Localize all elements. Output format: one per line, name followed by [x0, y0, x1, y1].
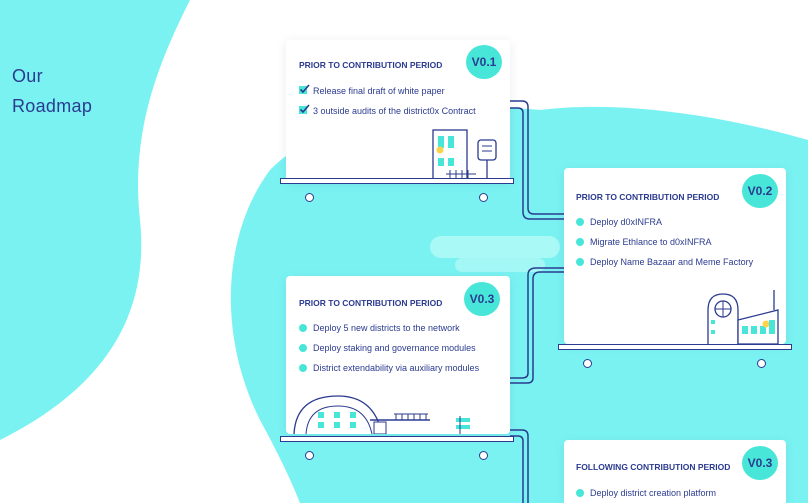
- version-badge: V0.2: [742, 174, 778, 208]
- decorative-cloud-2: [455, 258, 545, 272]
- list-item-text: District extendability via auxiliary mod…: [313, 363, 480, 373]
- list-item: Deploy 5 new districts to the network: [299, 318, 479, 338]
- checkmark-icon: [299, 84, 310, 95]
- heading-line-our: Our: [12, 66, 43, 86]
- card-title: PRIOR TO CONTRIBUTION PERIOD: [576, 192, 720, 202]
- milestone-list: Deploy district creation platform: [576, 483, 716, 503]
- checkmark-icon: [299, 104, 310, 115]
- list-item-text: Migrate Ethlance to d0xINFRA: [590, 237, 712, 247]
- list-item: Deploy Name Bazaar and Meme Factory: [576, 252, 753, 272]
- heading-line-roadmap: Roadmap: [12, 96, 93, 116]
- decorative-cloud: [430, 236, 560, 258]
- roadmap-card-v01: PRIOR TO CONTRIBUTION PERIOD V0.1 Releas…: [286, 40, 510, 182]
- list-item: 3 outside audits of the district0x Contr…: [299, 101, 476, 121]
- list-item-text: Deploy district creation platform: [590, 488, 717, 498]
- list-item: Deploy d0xINFRA: [576, 212, 753, 232]
- milestone-list: Release final draft of white paper 3 out…: [299, 81, 476, 121]
- connector-pipes: [510, 100, 564, 503]
- wheel-icon: [305, 451, 314, 460]
- list-item: Migrate Ethlance to d0xINFRA: [576, 232, 753, 252]
- wheel-icon: [479, 451, 488, 460]
- version-badge: V0.3: [742, 446, 778, 480]
- card-shelf: [280, 178, 514, 184]
- card-shelf: [558, 344, 792, 350]
- building-illustration-icon: [432, 129, 497, 180]
- roadmap-card-v03: PRIOR TO CONTRIBUTION PERIOD V0.3 Deploy…: [286, 276, 510, 434]
- card-title: PRIOR TO CONTRIBUTION PERIOD: [299, 60, 443, 70]
- list-item-text: Deploy 5 new districts to the network: [313, 323, 460, 333]
- left-teal-blob: [0, 0, 190, 440]
- bullet-dot-icon: [576, 238, 584, 246]
- roadmap-card-v03-following: FOLLOWING CONTRIBUTION PERIOD V0.3 Deplo…: [564, 440, 786, 503]
- wheel-icon: [583, 359, 592, 368]
- list-item: Deploy staking and governance modules: [299, 338, 479, 358]
- card-title: PRIOR TO CONTRIBUTION PERIOD: [299, 298, 443, 308]
- version-badge: V0.3: [464, 282, 500, 316]
- bullet-dot-icon: [299, 344, 307, 352]
- bullet-dot-icon: [299, 364, 307, 372]
- roadmap-card-v02: PRIOR TO CONTRIBUTION PERIOD V0.2 Deploy…: [564, 168, 786, 344]
- wheel-icon: [757, 359, 766, 368]
- wheel-icon: [479, 193, 488, 202]
- bullet-dot-icon: [576, 258, 584, 266]
- card-title: FOLLOWING CONTRIBUTION PERIOD: [576, 462, 731, 472]
- dome-illustration-icon: [293, 395, 470, 434]
- bullet-dot-icon: [576, 218, 584, 226]
- milestone-list: Deploy 5 new districts to the network De…: [299, 318, 479, 378]
- milestone-list: Deploy d0xINFRA Migrate Ethlance to d0xI…: [576, 212, 753, 272]
- bullet-dot-icon: [299, 324, 307, 332]
- list-item-text: 3 outside audits of the district0x Contr…: [313, 106, 476, 116]
- card-shelf: [280, 436, 514, 442]
- roadmap-heading: Our Roadmap: [12, 61, 92, 121]
- list-item-text: Deploy d0xINFRA: [590, 217, 663, 227]
- list-item: District extendability via auxiliary mod…: [299, 358, 479, 378]
- bullet-dot-icon: [576, 489, 584, 497]
- list-item: Release final draft of white paper: [299, 81, 476, 101]
- list-item-text: Release final draft of white paper: [313, 86, 445, 96]
- list-item-text: Deploy Name Bazaar and Meme Factory: [590, 257, 754, 267]
- wheel-icon: [305, 193, 314, 202]
- list-item-text: Deploy staking and governance modules: [313, 343, 476, 353]
- list-item: Deploy district creation platform: [576, 483, 716, 503]
- house-illustration-icon: [707, 290, 779, 344]
- version-badge: V0.1: [466, 45, 502, 79]
